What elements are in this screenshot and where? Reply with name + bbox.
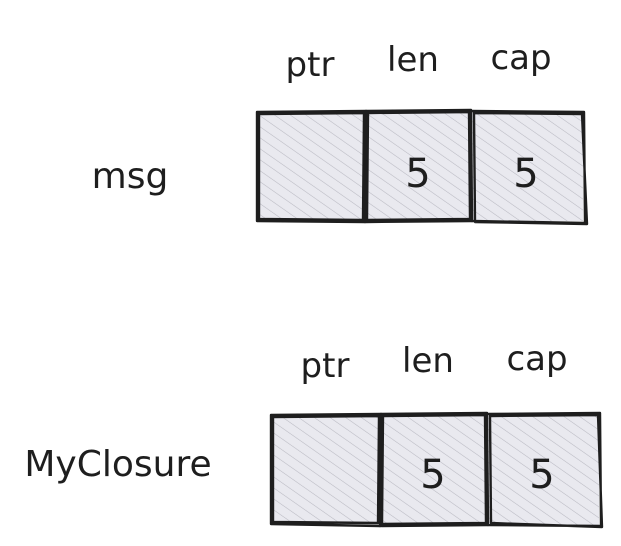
row-label: msg <box>92 156 169 197</box>
field-cell-len: 5 <box>363 108 474 224</box>
field-value: 5 <box>405 151 430 197</box>
field-header-len: len <box>387 40 439 80</box>
field-header-len: len <box>402 341 454 381</box>
row-label: MyClosure <box>24 444 211 485</box>
field-cell-ptr <box>255 109 368 224</box>
field-header-ptr: ptr <box>286 45 335 85</box>
row-myclosure: MyClosure ptr len cap 5 5 <box>24 339 604 529</box>
field-cell-cap: 5 <box>469 109 589 226</box>
field-value: 5 <box>513 151 538 197</box>
field-value: 5 <box>529 452 554 498</box>
field-value: 5 <box>420 452 445 498</box>
field-cell-ptr <box>269 412 383 528</box>
field-cell-cap: 5 <box>485 411 604 529</box>
field-header-ptr: ptr <box>301 346 350 386</box>
row-msg: msg ptr len cap 5 5 <box>92 38 589 226</box>
field-header-cap: cap <box>506 339 567 379</box>
field-header-cap: cap <box>490 38 551 78</box>
field-cell-len: 5 <box>378 411 490 528</box>
